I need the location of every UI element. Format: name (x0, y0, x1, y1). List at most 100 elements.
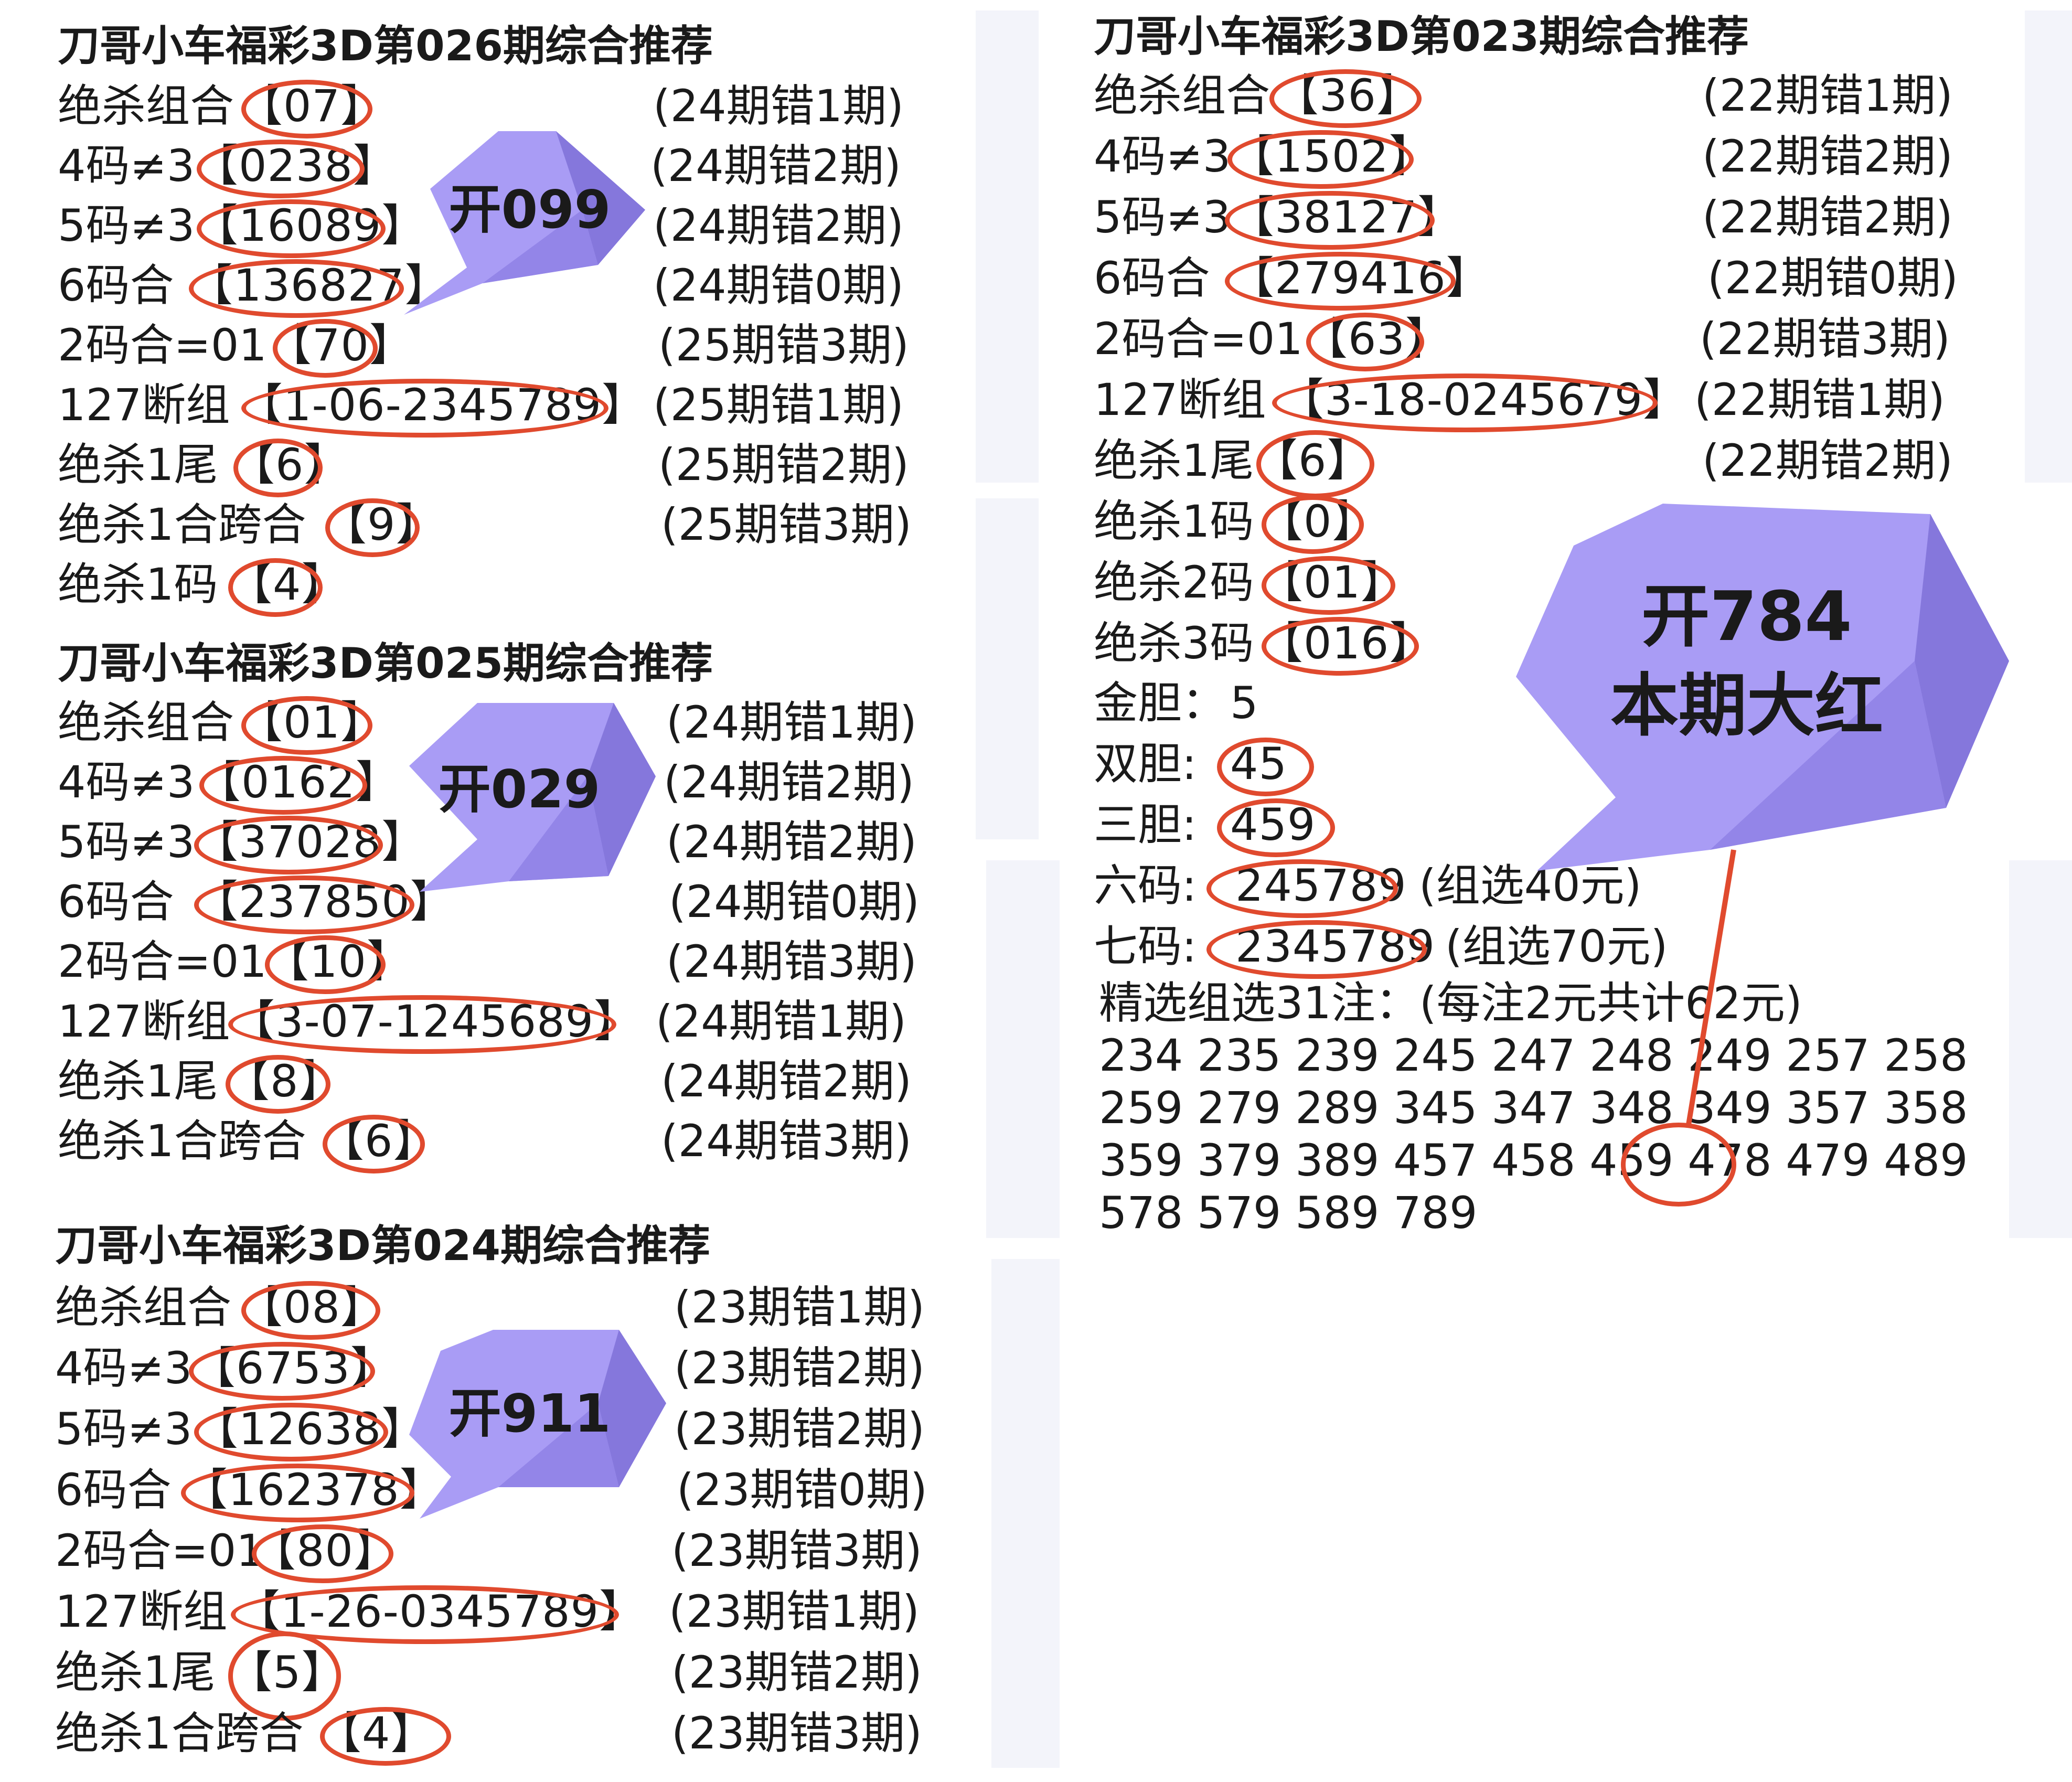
row-record: (24期错2期) (661, 1055, 912, 1107)
bubble-dark-facet (1915, 514, 2009, 808)
row-label: 绝杀1合跨合 (55, 1708, 304, 1759)
highlight-circle (181, 1464, 414, 1522)
row-record: (22期错2期) (1702, 435, 1953, 486)
row-label: 绝杀1尾 (58, 439, 218, 490)
row-label: 6码合 (58, 260, 174, 311)
bubble-dark-facet (498, 1403, 619, 1487)
highlight-circle (1269, 69, 1422, 128)
row-record: (22期错3期) (1700, 313, 1950, 365)
row-label: 绝杀组合 (58, 80, 234, 132)
highlight-circle (241, 80, 372, 138)
result-text-line2: 本期大红 (1610, 666, 1883, 745)
panel-title: 刀哥小车福彩3D第026期综合推荐 (58, 22, 713, 70)
highlight-circle (197, 140, 365, 198)
row-label: 4码≠3 (55, 1342, 193, 1394)
seven-code-label: 七码: (1094, 921, 1197, 972)
row-record: (22期错2期) (1702, 131, 1953, 182)
row-record: (24期错1期) (653, 80, 904, 132)
background-patch (976, 10, 1039, 483)
bubble-dark-facet (598, 1330, 666, 1487)
row-record: (24期错0期) (669, 876, 920, 927)
row-label: 绝杀组合 (58, 697, 234, 748)
highlight-circle (189, 1342, 375, 1401)
row-label: 5码≠3 (1094, 191, 1231, 243)
six-code-note: (组选40元) (1419, 860, 1642, 911)
row-label: 127断组 (58, 996, 230, 1047)
highlight-circle (228, 558, 323, 617)
picks-line: 578 579 589 789 (1099, 1187, 1478, 1239)
result-bubble: 开911 (409, 1330, 666, 1519)
row-label: 绝杀2码 (1094, 557, 1254, 608)
highlight-circle (252, 1524, 393, 1583)
row-record: (23期错1期) (669, 1586, 920, 1637)
highlight-circle (323, 1115, 425, 1173)
bubble-dark-facet (509, 776, 608, 881)
highlight-circle (273, 319, 378, 378)
highlight-circle (1272, 374, 1658, 432)
panel-title: 刀哥小车福彩3D第025期综合推荐 (58, 639, 713, 688)
highlight-circle (241, 379, 608, 438)
highlight-circle (1306, 313, 1424, 371)
highlight-circle (1621, 1123, 1736, 1207)
row-record: (24期错2期) (666, 816, 917, 868)
six-code-label: 六码: (1094, 860, 1197, 911)
highlight-circle (1206, 920, 1427, 979)
highlight-circle (320, 1707, 451, 1766)
row-label: 5码≠3 (58, 816, 195, 868)
double-dan-label: 双胆: (1094, 738, 1197, 789)
row-label: 绝杀1码 (1094, 496, 1254, 547)
highlight-circle (1217, 738, 1314, 796)
result-text: 开911 (448, 1383, 611, 1444)
row-label: 5码≠3 (55, 1403, 193, 1455)
background-patch (2009, 860, 2072, 1238)
bubble-dark-facet (483, 210, 598, 283)
highlight-circle (241, 696, 372, 755)
row-label: 4码≠3 (58, 140, 195, 191)
row-record: (25期错1期) (653, 379, 904, 431)
highlight-circle (1262, 556, 1395, 615)
bubble-dark-facet (1710, 661, 1946, 850)
row-label: 6码合 (55, 1464, 172, 1516)
row-record: (22期错2期) (1702, 191, 1953, 243)
row-label: 2码合=01 (55, 1525, 264, 1576)
row-label: 5码≠3 (58, 200, 195, 251)
highlight-circle (231, 1585, 619, 1644)
row-label: 127断组 (55, 1586, 228, 1637)
highlight-circle (1225, 191, 1435, 250)
row-record: (22期错1期) (1694, 374, 1945, 425)
highlight-circle (241, 1281, 380, 1340)
row-label: 绝杀1尾 (1094, 435, 1254, 486)
highlight-circle (1217, 798, 1335, 857)
highlight-circle (228, 1631, 341, 1721)
panel-title: 刀哥小车福彩3D第023期综合推荐 (1094, 12, 1749, 61)
row-label: 6码合 (1094, 252, 1210, 304)
highlight-circle (228, 995, 616, 1054)
row-record: (24期错2期) (650, 140, 901, 191)
picks-line: 259 279 289 345 347 348 349 357 358 (1099, 1082, 1968, 1134)
row-label: 2码合=01 (58, 936, 267, 987)
bubble-shape (404, 131, 645, 315)
triple-dan-label: 三胆: (1094, 799, 1197, 850)
row-label: 127断组 (1094, 374, 1266, 425)
seven-code-note: (组选70元) (1445, 921, 1668, 972)
background-patch (991, 1259, 1060, 1768)
highlight-circle (226, 1055, 330, 1114)
bubble-dark-facet (556, 131, 645, 265)
row-label: 4码≠3 (1094, 131, 1231, 182)
row-record: (23期错2期) (674, 1403, 925, 1455)
row-label: 绝杀1合跨合 (58, 1115, 306, 1167)
bubble-shape (409, 703, 656, 892)
gold-dan-value: 5 (1230, 677, 1259, 729)
row-record: (22期错0期) (1707, 252, 1958, 304)
gold-dan-label: 金胆： (1094, 677, 1226, 729)
row-record: (25期错3期) (661, 499, 912, 550)
row-record: (22期错1期) (1702, 70, 1953, 121)
row-label: 4码≠3 (58, 756, 195, 808)
row-label: 绝杀1码 (58, 559, 218, 610)
bubble-shape (1516, 504, 2009, 871)
row-record: (24期错2期) (653, 200, 904, 251)
background-patch (986, 860, 1060, 1238)
row-record: (23期错2期) (671, 1647, 922, 1698)
row-record: (23期错1期) (674, 1282, 925, 1333)
